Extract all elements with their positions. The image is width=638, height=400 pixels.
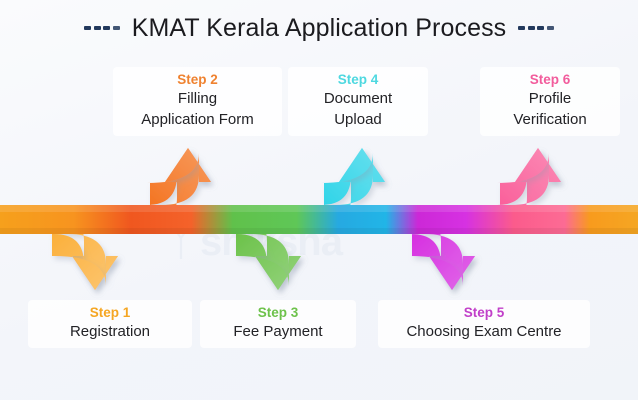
- dash-decoration-right-icon: [518, 25, 554, 32]
- step-4-block: Step 4 Document Upload: [288, 67, 428, 136]
- process-band: [0, 205, 638, 234]
- step-5-block: Step 5 Choosing Exam Centre: [378, 300, 590, 348]
- step-6-block: Step 6 Profile Verification: [480, 67, 620, 136]
- step-1-block: Step 1 Registration: [28, 300, 192, 348]
- arrow-step1-down-front: [52, 234, 118, 290]
- step-1-number: Step 1: [89, 305, 131, 320]
- step-6-label-line2: Verification: [513, 110, 587, 128]
- step-6-label-line1: Profile: [528, 90, 572, 108]
- arrow-step4-up-front: [321, 148, 385, 205]
- step-4-number: Step 4: [337, 72, 379, 87]
- step-5-label: Choosing Exam Centre: [406, 323, 562, 341]
- page-title: KMAT Kerala Application Process: [131, 14, 507, 42]
- step-2-block: Step 2 Filling Application Form: [113, 67, 282, 136]
- step-4-label-line2: Upload: [334, 110, 382, 128]
- arrow-step5-down-front: [411, 234, 475, 290]
- step-1-label: Registration: [69, 323, 151, 341]
- step-4-label-line1: Document: [323, 90, 393, 108]
- step-5-number: Step 5: [463, 305, 505, 320]
- title-row: KMAT Kerala Application Process: [0, 14, 638, 43]
- arrow-step2-up-front: [147, 148, 211, 205]
- arrow-step3-down-front: [236, 234, 301, 290]
- step-2-label-line1: Filling: [177, 90, 218, 108]
- dash-decoration-left-icon: [84, 25, 120, 32]
- step-2-number: Step 2: [177, 72, 218, 87]
- step-2-label-line2: Application Form: [141, 110, 254, 128]
- arrow-step6-up-front: [497, 148, 561, 205]
- step-3-number: Step 3: [257, 305, 299, 320]
- step-3-block: Step 3 Fee Payment: [200, 300, 356, 348]
- step-6-number: Step 6: [529, 72, 571, 87]
- step-3-label: Fee Payment: [233, 323, 323, 341]
